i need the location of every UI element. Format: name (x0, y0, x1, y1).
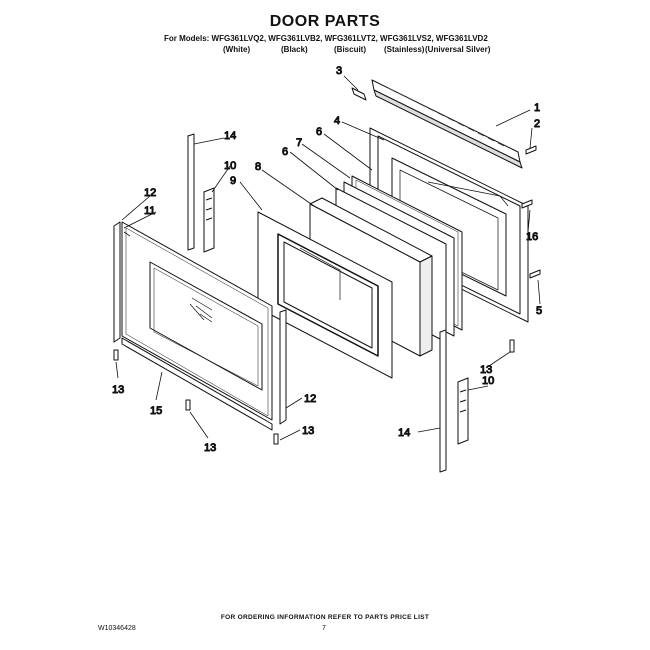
callout-13-right: 13 (480, 364, 492, 376)
callout-7: 7 (296, 137, 302, 149)
document-number: W10346428 (98, 625, 136, 632)
callout-13-bottom: 13 (204, 442, 216, 454)
callout-14-left: 14 (224, 130, 236, 142)
part-12-side-trim-left (113, 221, 121, 343)
callout-10-right: 10 (482, 375, 494, 387)
callout-13-center: 13 (302, 425, 314, 437)
part-15-bottom-trim (121, 337, 273, 431)
part-14-hinge-channel-left (187, 133, 195, 251)
part-11-outer-door (121, 221, 273, 421)
color-black: (Black) (281, 45, 308, 54)
color-biscuit: (Biscuit) (334, 45, 366, 54)
callout-2: 2 (534, 118, 540, 130)
leader-lines (115, 75, 541, 441)
part-10-hinge-right (457, 377, 469, 445)
callout-14-right: 14 (398, 427, 410, 439)
callout-13-left: 13 (112, 384, 124, 396)
callout-10-left: 10 (224, 160, 236, 172)
callout-1: 1 (534, 102, 540, 114)
part-3-baffle (351, 87, 367, 101)
callout-15: 15 (150, 405, 162, 417)
callout-9: 9 (230, 175, 236, 187)
callout-3: 3 (336, 65, 342, 77)
part-12-side-trim-right (279, 309, 287, 425)
page-number: 7 (322, 625, 326, 632)
callout-16: 16 (526, 231, 538, 243)
callout-4: 4 (334, 115, 340, 127)
part-1-vent-trim (371, 79, 523, 169)
callout-5: 5 (536, 305, 542, 317)
part-9-window-frame (257, 211, 393, 379)
color-white: (White) (223, 45, 251, 54)
callout-11: 11 (144, 205, 155, 217)
color-stainless: (Stainless) (384, 45, 425, 54)
callout-6-rear: 6 (316, 126, 322, 138)
part-10-hinge-left (203, 187, 215, 253)
callout-8: 8 (255, 161, 261, 173)
page-title: DOOR PARTS (269, 13, 381, 30)
callout-6-front: 6 (282, 146, 288, 158)
models-line: For Models: WFG361LVQ2, WFG361LVB2, WFG3… (164, 34, 488, 43)
ordering-footer: FOR ORDERING INFORMATION REFER TO PARTS … (220, 614, 430, 621)
callout-12-right: 12 (304, 393, 316, 405)
screws (113, 145, 541, 445)
part-14-hinge-channel-right (439, 329, 447, 473)
color-universal-silver: (Universal Silver) (425, 45, 491, 54)
callout-12-left: 12 (144, 187, 156, 199)
